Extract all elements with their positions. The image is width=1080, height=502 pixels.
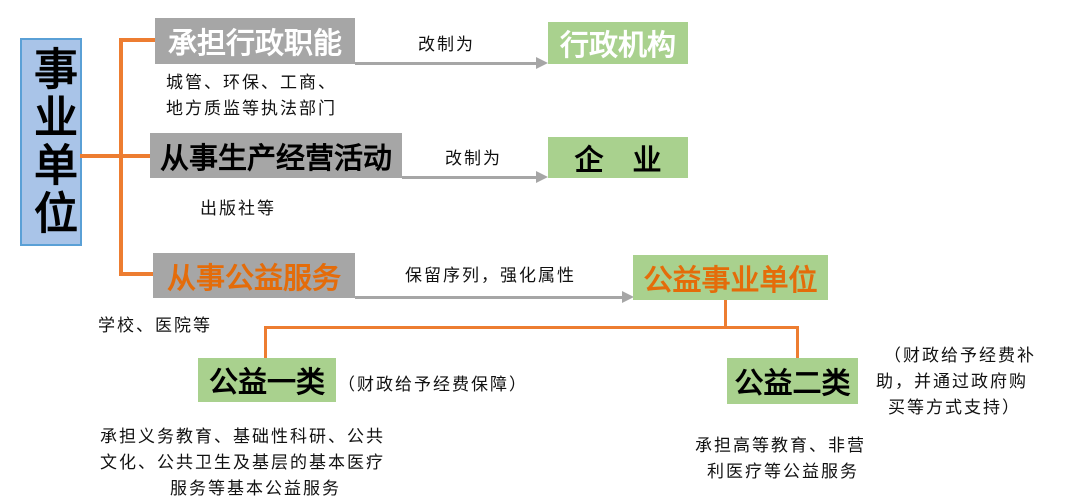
category-label: 公益二类 <box>734 366 851 400</box>
target-label: 企 业 <box>574 142 662 177</box>
arrow-label: 改制为 <box>418 35 475 55</box>
arrow <box>402 176 537 179</box>
connector <box>264 326 799 329</box>
arrowhead <box>536 57 548 69</box>
connector <box>119 154 151 158</box>
target-label: 行政机构 <box>559 28 676 62</box>
branch-label: 承担行政职能 <box>167 26 342 60</box>
target-label: 公益事业单位 <box>643 262 818 297</box>
arrow <box>355 62 537 65</box>
category-label: 公益一类 <box>208 365 325 399</box>
category-two: 公益二类 <box>727 358 858 404</box>
arrow-label: 保留序列，强化属性 <box>405 266 576 286</box>
example-text: 学校、医院等 <box>98 316 212 336</box>
connector <box>119 38 155 42</box>
scope-text: 服务等基本公益服务 <box>170 479 341 499</box>
target-enterprise: 企 业 <box>548 137 688 178</box>
example-text: 城管、环保、工商、 <box>166 73 337 93</box>
category-one: 公益一类 <box>198 358 336 402</box>
arrow <box>355 296 623 299</box>
branch-business: 从事生产经营活动 <box>150 133 402 178</box>
root-node: 事业单位 <box>20 38 82 246</box>
root-label: 事业单位 <box>26 46 77 238</box>
arrowhead <box>536 171 548 183</box>
connector <box>796 326 799 358</box>
scope-text: 文化、公共卫生及基层的基本医疗 <box>100 453 385 473</box>
branch-label: 从事公益服务 <box>166 260 341 295</box>
funding-note: 助，并通过政府购 <box>876 372 1028 392</box>
connector <box>724 300 727 329</box>
branch-label: 从事生产经营活动 <box>159 140 392 175</box>
scope-text: 利医疗等公益服务 <box>707 462 859 482</box>
connector <box>119 272 155 276</box>
branch-administrative: 承担行政职能 <box>155 18 355 64</box>
branch-public-service: 从事公益服务 <box>153 253 355 298</box>
funding-note: （财政给予经费保障） <box>338 375 528 395</box>
connector <box>80 154 122 158</box>
target-public-institution: 公益事业单位 <box>633 255 828 300</box>
connector <box>264 326 267 358</box>
example-text: 出版社等 <box>200 199 276 219</box>
scope-text: 承担义务教育、基础性科研、公共 <box>100 427 385 447</box>
arrow-label: 改制为 <box>445 149 502 169</box>
target-admin-agency: 行政机构 <box>548 22 688 64</box>
example-text: 地方质监等执法部门 <box>166 99 337 119</box>
funding-note: 买等方式支持） <box>888 398 1021 418</box>
arrowhead <box>622 291 634 303</box>
funding-note: （财政给予经费补 <box>884 346 1036 366</box>
scope-text: 承担高等教育、非营 <box>695 436 866 456</box>
